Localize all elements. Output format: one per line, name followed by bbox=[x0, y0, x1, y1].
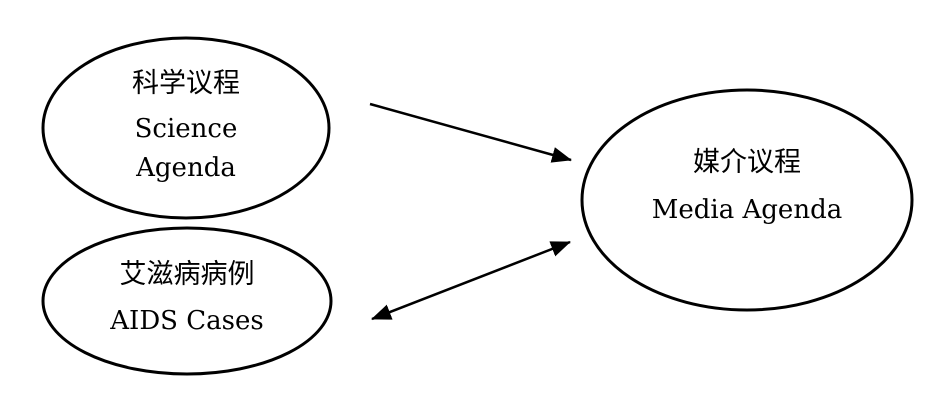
science-agenda-en-line2: Agenda bbox=[135, 153, 236, 183]
media-agenda-ellipse bbox=[580, 88, 914, 312]
arrow-science-to-media bbox=[369, 102, 572, 163]
science-agenda-zh-label: 科学议程 bbox=[132, 68, 240, 99]
media-agenda-zh-label: 媒介议程 bbox=[693, 147, 801, 178]
node-aids-cases: 艾滋病病例 AIDS Cases bbox=[41, 226, 333, 376]
node-media-agenda: 媒介议程 Media Agenda bbox=[580, 88, 914, 312]
aids-cases-ellipse bbox=[41, 226, 333, 376]
science-agenda-en-line1: Science bbox=[135, 114, 238, 144]
media-agenda-en-label: Media Agenda bbox=[652, 195, 842, 225]
aids-cases-en-label: AIDS Cases bbox=[109, 306, 263, 336]
node-science-agenda: 科学议程 Science Agenda bbox=[41, 36, 331, 220]
arrow-aids-media-bidirectional bbox=[371, 240, 571, 321]
aids-cases-zh-label: 艾滋病病例 bbox=[120, 259, 255, 290]
science-agenda-ellipse bbox=[41, 36, 331, 220]
